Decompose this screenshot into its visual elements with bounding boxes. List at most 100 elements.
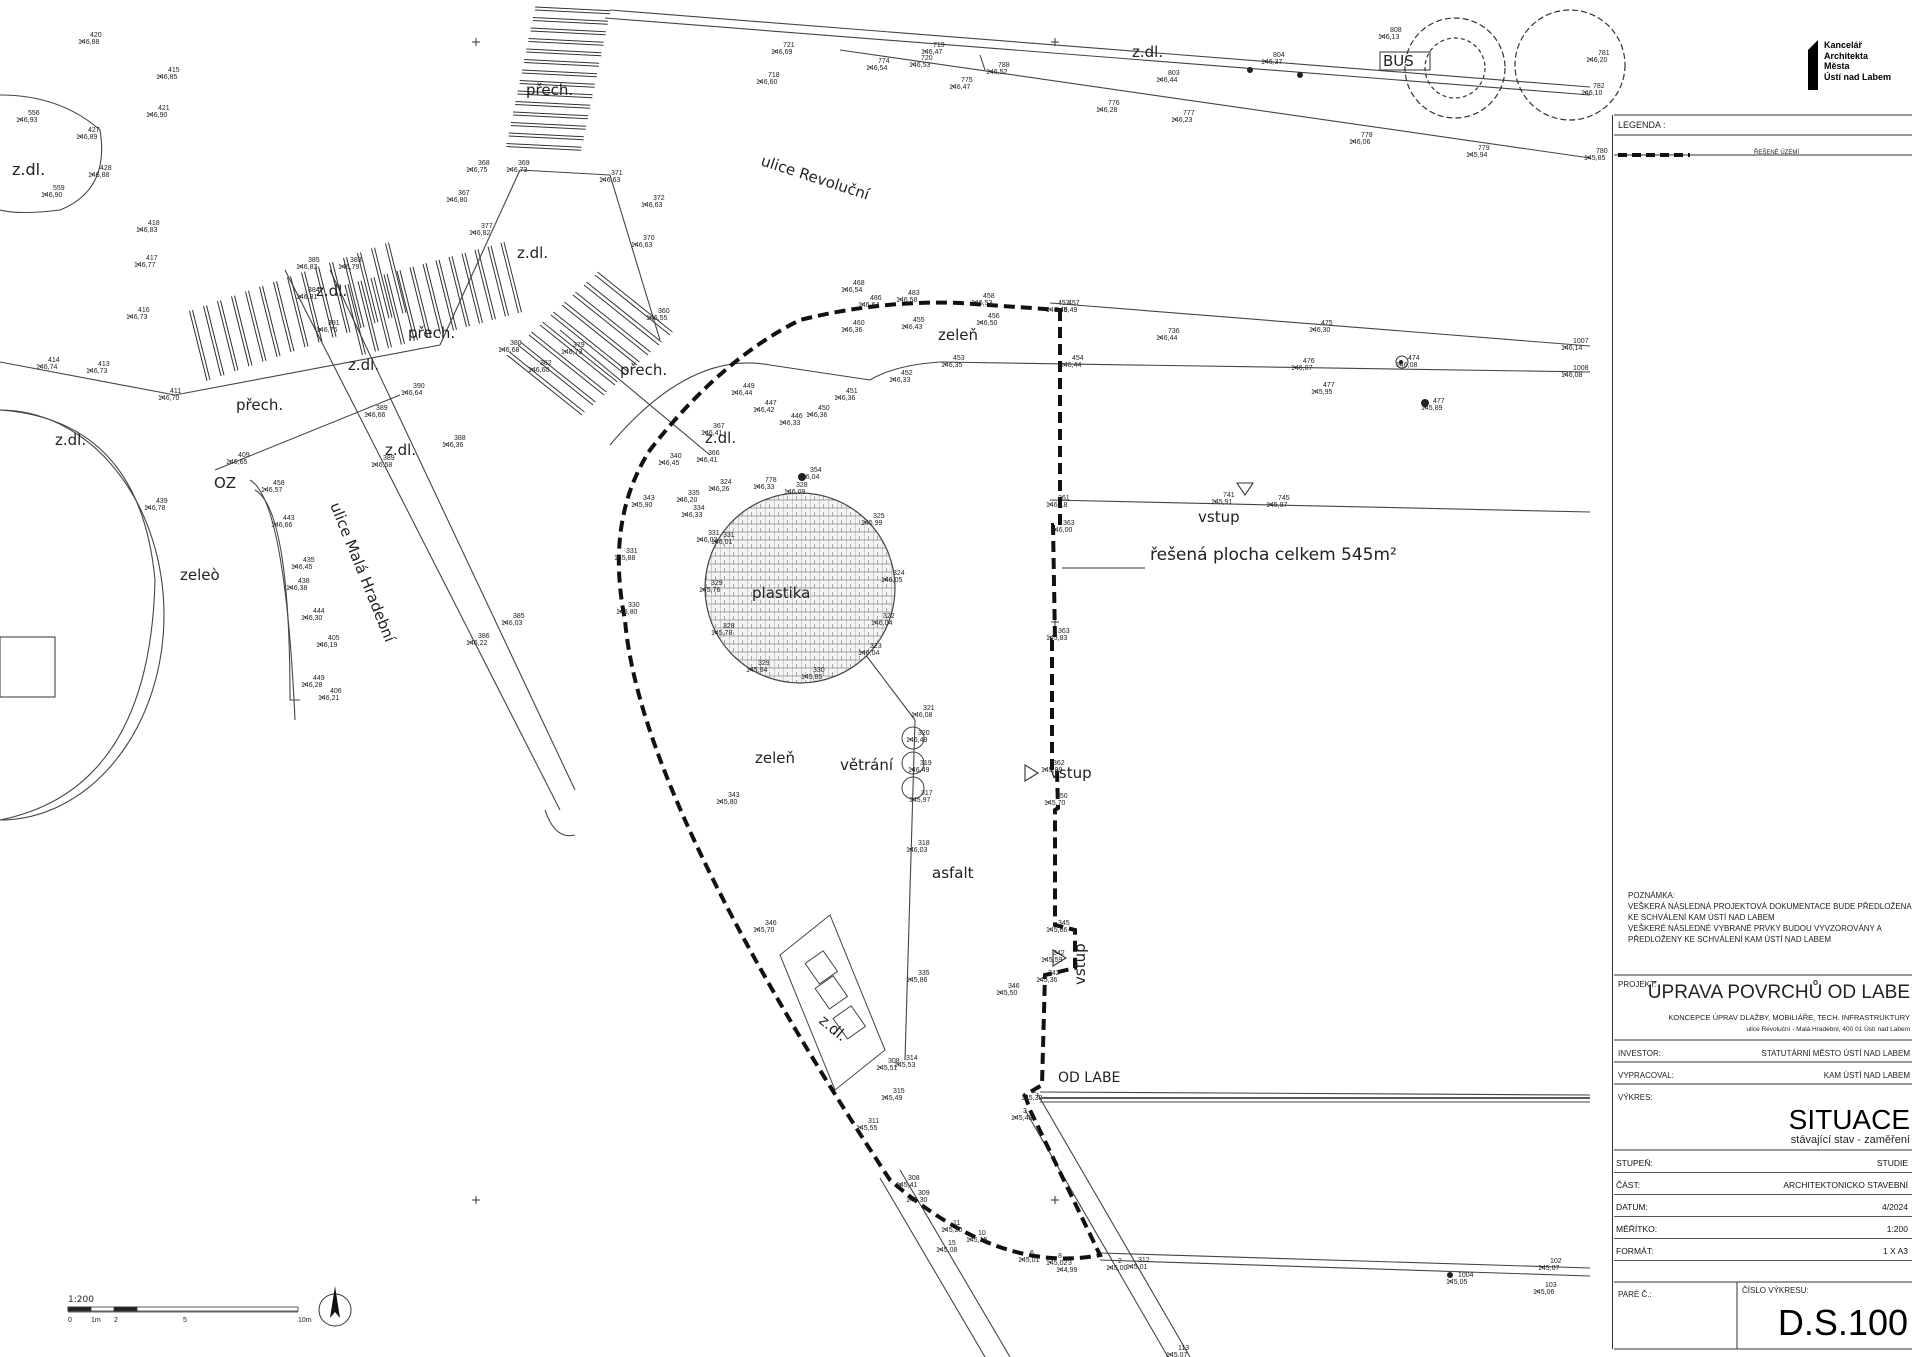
survey-point-id: 477 [1433, 398, 1445, 405]
survey-point-id: 446 [791, 413, 803, 420]
survey-point-id: 11 [953, 1220, 960, 1227]
survey-point-id: 3 [1068, 1260, 1072, 1267]
survey-dot [756, 408, 758, 410]
survey-point-height: 146,21 [318, 695, 340, 702]
zebra-stripe-outline [231, 296, 250, 367]
zebra-stripe-outline [343, 257, 362, 329]
zebra-stripe-outline [438, 259, 457, 330]
survey-point-height: 146,28 [301, 682, 323, 689]
survey-dot [564, 350, 566, 352]
survey-point-height: 145,08 [936, 1247, 958, 1254]
zebra-stripe-outline [550, 314, 627, 376]
survey-point-height: 145,80 [716, 799, 738, 806]
zebra-stripe-outline [396, 270, 415, 342]
survey-dot [1381, 35, 1383, 37]
survey-point-height: 145,02 [1046, 1260, 1068, 1267]
survey-point-id: 1004 [1458, 1272, 1474, 1279]
solved-area-boundary [616, 300, 1103, 1261]
zebra-stripe-outline [564, 301, 640, 363]
survey-dot [974, 301, 976, 303]
zebra-stripe-outline [220, 300, 239, 371]
survey-point-id: 451 [846, 388, 858, 395]
zebra-stripe-outline [383, 274, 402, 345]
survey-dot [734, 391, 736, 393]
survey-point-id: 367 [713, 423, 725, 430]
survey-point-id: 360 [658, 308, 670, 315]
survey-point-id: 780 [1596, 148, 1608, 155]
survey-point-height: 146,89 [76, 134, 98, 141]
survey-point-id: 386 [478, 633, 490, 640]
survey-point-height: 146,88 [88, 172, 110, 179]
survey-point-height: 146,09 [784, 489, 806, 496]
survey-point-height: 146,33 [753, 484, 775, 491]
survey-point-id: 340 [670, 453, 682, 460]
survey-point-id: 782 [1593, 83, 1605, 90]
survey-dot [1214, 500, 1216, 502]
survey-point-id: 777 [1183, 110, 1195, 117]
survey-point-id: 385 [513, 613, 525, 620]
survey-point-id: 383 [350, 257, 362, 264]
survey-point-id: 428 [100, 165, 112, 172]
survey-point-height: 145,05 [1446, 1279, 1468, 1286]
survey-point-height: 146,44 [1156, 335, 1178, 342]
investor-label: INVESTOR: [1618, 1049, 1661, 1058]
survey-point-id: 460 [853, 320, 865, 327]
survey-dot [1169, 1353, 1171, 1355]
survey-dot [1049, 636, 1051, 638]
survey-point-id: 420 [90, 32, 102, 39]
survey-point-id: 346 [765, 920, 777, 927]
survey-point-id: 390 [413, 383, 425, 390]
survey-point-id: 439 [156, 498, 168, 505]
survey-point-height: 146,33 [681, 512, 703, 519]
zebra-stripe-outline [534, 9, 611, 15]
survey-dot [989, 70, 991, 72]
zebra-stripe-outline [388, 242, 407, 313]
note-line: KE SCHVÁLENÍ KAM ÚSTÍ NAD LABEM [1628, 913, 1775, 922]
zebra-stripe-outline [508, 135, 584, 141]
survey-dot [1024, 1096, 1026, 1098]
survey-point-id: 329 [758, 660, 770, 667]
survey-dot [1159, 336, 1161, 338]
survey-point-height: 146,53 [909, 62, 931, 69]
note-block: POZNÁMKA: VEŠKERÁ NÁSLEDNÁ PROJEKTOVÁ DO… [1628, 890, 1912, 945]
survey-dot [774, 50, 776, 52]
survey-point-height: 146,37 [1261, 59, 1283, 66]
survey-point-height: 145,97 [909, 797, 931, 804]
survey-point-id: 486 [870, 295, 882, 302]
survey-dot [1049, 1261, 1051, 1263]
zebra-stripe-outline [344, 284, 363, 356]
survey-point-id: 380 [510, 340, 522, 347]
investor-value: STATUTÁRNÍ MĚSTO ÚSTÍ NAD LABEM [1761, 1049, 1910, 1058]
survey-dot [1044, 958, 1046, 960]
survey-point-height: 145,00 [1106, 1265, 1128, 1272]
grid-crosses [472, 38, 1059, 1204]
survey-point-height: 146,81 [296, 294, 318, 301]
survey-point-height: 146,18 [1046, 502, 1068, 509]
zebra-stripe-outline [521, 72, 597, 78]
survey-point-id: 324 [893, 570, 905, 577]
survey-point-height: 146,05 [881, 577, 903, 584]
survey-dot [704, 431, 706, 433]
zebra-stripe-outline [287, 277, 306, 348]
survey-point-height: 146,04 [798, 474, 820, 481]
survey-point-id: 778 [765, 477, 777, 484]
zebra-stripe-outline [506, 143, 582, 148]
zebra-stripe-outline [315, 267, 334, 338]
survey-dot [1587, 156, 1589, 158]
survey-point-id: 328 [723, 623, 735, 630]
